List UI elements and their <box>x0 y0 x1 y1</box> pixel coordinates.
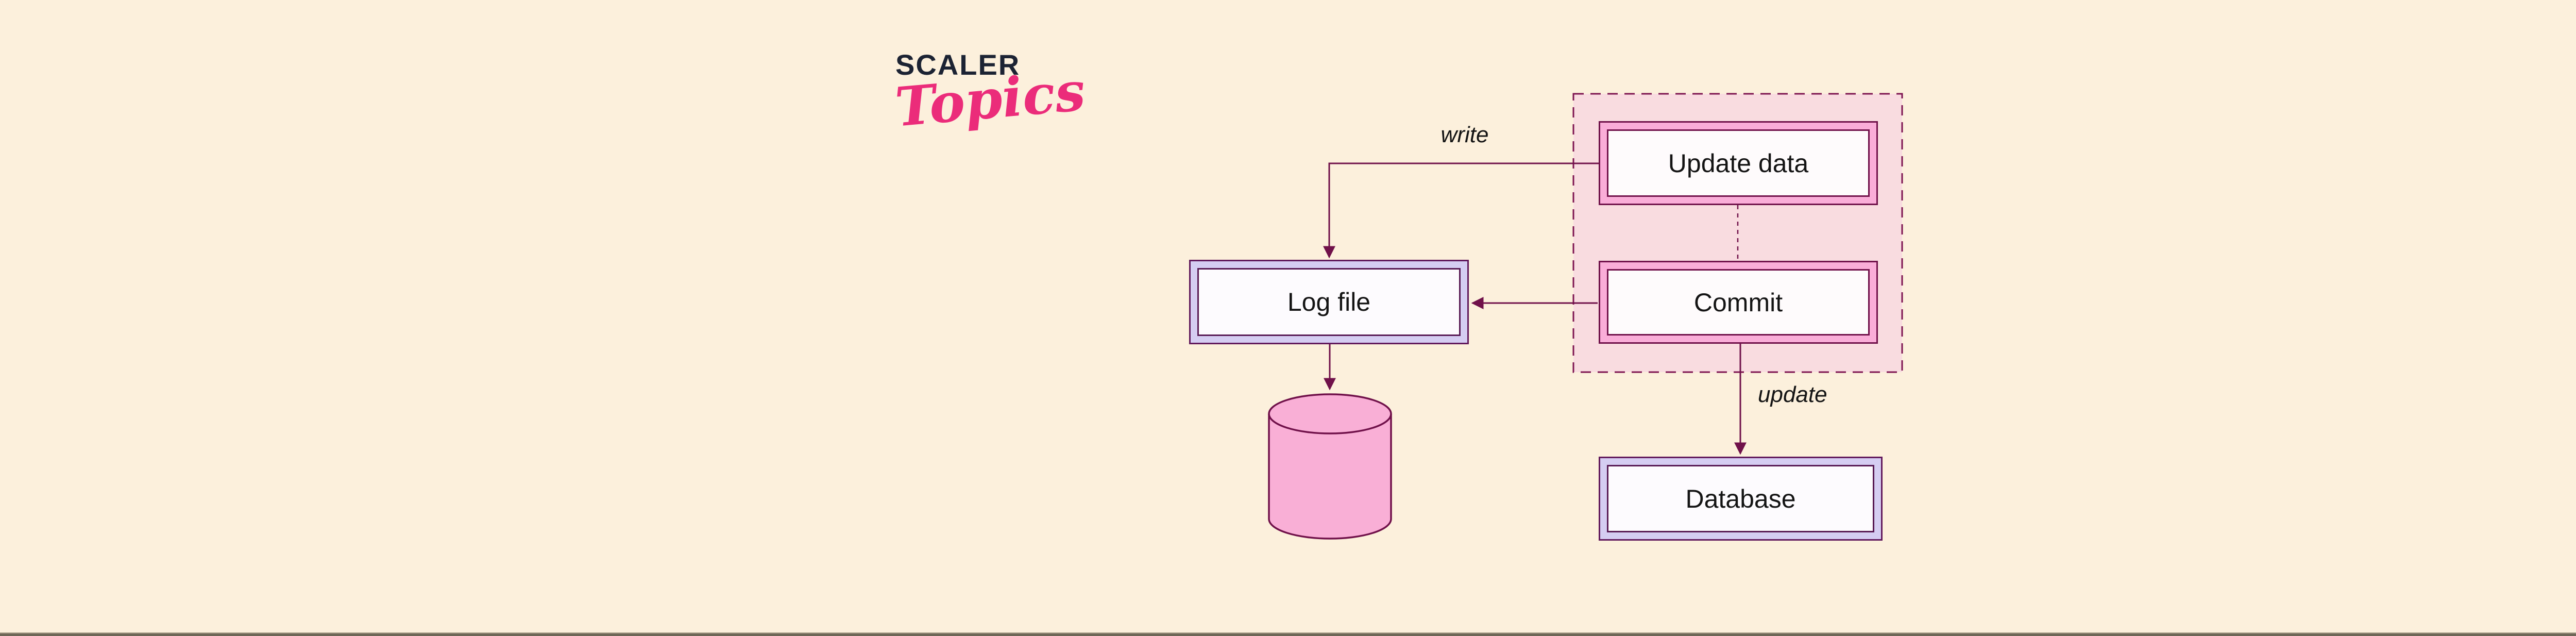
node-database-label: Database <box>1607 465 1874 532</box>
node-update-data-label: Update data <box>1607 129 1870 197</box>
node-commit: Commit <box>1599 261 1878 344</box>
node-log-file: Log file <box>1189 260 1469 344</box>
edge-label-update: update <box>1758 382 1827 407</box>
arrow-write-updatedata-to-logfile <box>1323 162 1599 259</box>
node-update-data: Update data <box>1599 121 1878 205</box>
logo-wordmark-scaler: SCALER <box>895 48 1021 81</box>
bottom-window-edge <box>0 632 2576 636</box>
scaler-topics-logo: SCALER Topics <box>893 48 1088 139</box>
log-disk-cylinder-icon <box>1268 393 1392 540</box>
edge-label-write: write <box>1440 122 1489 147</box>
node-log-file-label: Log file <box>1197 268 1461 336</box>
node-commit-label: Commit <box>1607 269 1870 336</box>
node-database: Database <box>1599 457 1883 541</box>
